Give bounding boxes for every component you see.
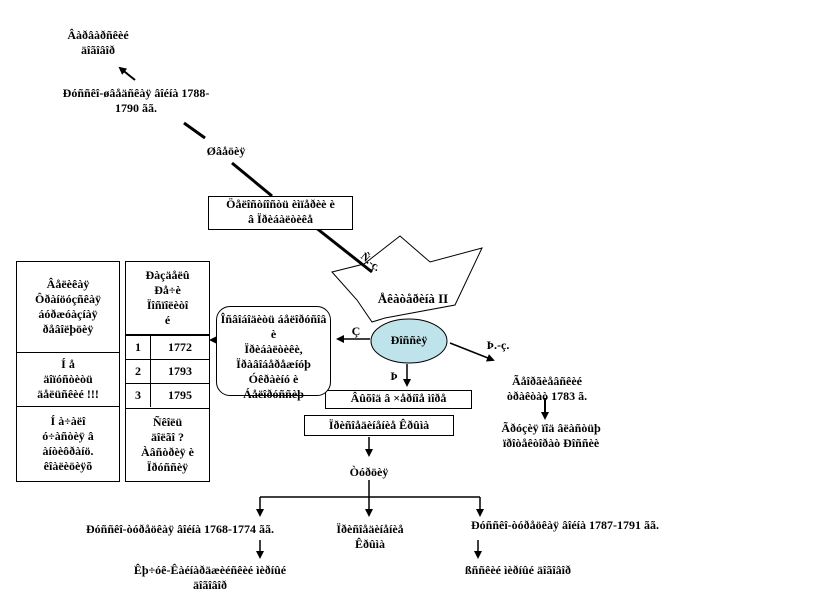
west-goals-box: Îñâîáîäèòü áåëîðóñîâ è Ïðèáàëòèêè, Ïðàâî…: [216, 306, 331, 401]
turkey-label: Òóðöèÿ: [349, 465, 389, 479]
crimea-box: Ïðèñîåäèíåíèå Êðûìà: [304, 415, 454, 436]
catherine-label: Åêàòåðèíà II: [377, 291, 449, 306]
black-sea-box: Âûõîä â ×åðíîå ìîðå: [325, 390, 472, 409]
russia-ellipse: [370, 318, 448, 364]
russia-label: Ðîññèÿ: [390, 333, 428, 347]
partitions-title-cell: Ðàçäåëû Ðå÷è Ïîñïîëèòî é: [126, 262, 209, 335]
partitions-bottom-cell: Ñêîëü äîëãî ? Àâñòðèÿ è Ïðóññèÿ: [141, 415, 194, 474]
war-1788-label: Ðóññêî-øâåäñêàÿ âîéíà 1788-1790 ãã.: [62, 86, 210, 115]
west-direction-label: Ç: [351, 324, 361, 338]
south-west-label: Þ.-ç.: [486, 338, 510, 352]
war-1787-label: Ðóññêî-òóðåöêàÿ âîéíà 1787-1791 ãã.: [471, 518, 659, 532]
war-1768-label: Ðóññêî-òóðåöêàÿ âîéíà 1768-1774 ãã.: [86, 522, 274, 536]
revolution-column: Âåëèêàÿ Ôðàíöóçñêàÿ áóðæóàçíàÿ ðåâîëþöèÿ…: [16, 261, 120, 482]
star-shape: [331, 235, 483, 323]
sweden-label: Øâåöèÿ: [206, 144, 246, 158]
revolution-cell: Âåëèêàÿ Ôðàíöóçñêàÿ áóðæóàçíàÿ ðåâîëþöèÿ: [17, 262, 119, 353]
iasi-treaty-label: ßññêèé ìèðíûé äîãîâîð: [465, 563, 571, 577]
coalition-cell: Í à÷àëî ó÷àñòèÿ â àíòèôðàíö. êîàëèöèÿõ: [42, 414, 94, 473]
south-direction-label: Þ: [390, 369, 398, 383]
prevent-cell: Í å äîïóñòèòü äåëüñêèé !!!: [17, 353, 119, 407]
